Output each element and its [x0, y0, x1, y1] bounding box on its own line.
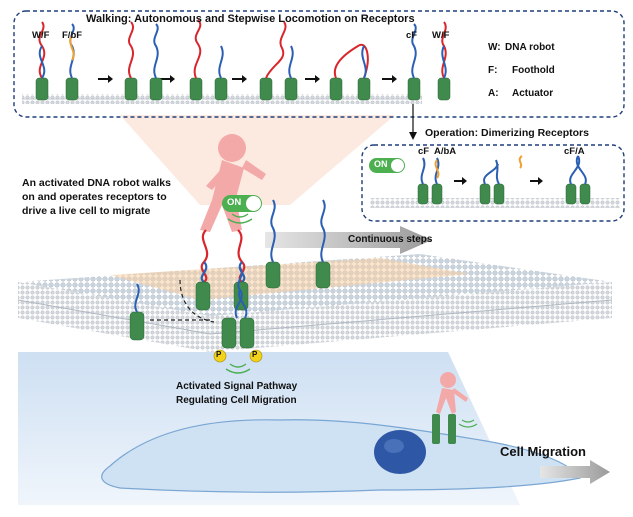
- phospho-label-left: P: [216, 350, 222, 359]
- cell-migration-arrow: [540, 460, 610, 484]
- strand-label-wf-2: W/F: [432, 30, 450, 41]
- continuous-steps-arrow: [265, 226, 432, 254]
- operation-label-cfa: cF/A: [564, 146, 585, 157]
- operation-label-aba: A/bA: [434, 146, 457, 157]
- signal-line-1: Activated Signal Pathway: [176, 381, 298, 392]
- strand-label-cf: cF: [406, 30, 418, 41]
- description-line-3: drive a live cell to migrate: [22, 205, 151, 217]
- switch-knob: [391, 159, 404, 172]
- small-robot-figure: [436, 372, 468, 414]
- legend-key-f: F:: [488, 65, 498, 76]
- main-on-switch: ON: [222, 195, 262, 212]
- description-line-1: An activated DNA robot walks: [22, 177, 171, 189]
- legend-key-a: A:: [488, 88, 499, 99]
- operation-on-switch: ON: [369, 158, 405, 173]
- phospho-label-right: P: [252, 350, 258, 359]
- legend-text-f: Foothold: [512, 65, 555, 76]
- cell-migration-label: Cell Migration: [500, 444, 586, 459]
- operation-panel: [361, 144, 625, 222]
- cell-nucleus: [374, 430, 426, 474]
- signal-line-2: Regulating Cell Migration: [176, 395, 297, 406]
- legend-key-w: W:: [488, 42, 501, 53]
- continuous-steps-label: Continuous steps: [348, 234, 433, 245]
- walking-panel-title: Walking: Autonomous and Stepwise Locomot…: [86, 13, 415, 25]
- operation-panel-title: Operation: Dimerizing Receptors: [425, 127, 589, 139]
- walking-panel: [13, 10, 625, 118]
- zoom-cone: [120, 115, 395, 205]
- description-line-2: on and operates receptors to: [22, 191, 167, 203]
- legend-text-a: Actuator: [512, 88, 554, 99]
- main-switch-knob: [246, 196, 261, 211]
- main-on-switch-label: ON: [227, 197, 242, 208]
- operation-label-cf: cF: [418, 146, 430, 157]
- operation-on-switch-label: ON: [374, 159, 388, 169]
- strand-label-fbf: F/bF: [62, 30, 83, 41]
- legend-text-w: DNA robot: [505, 42, 555, 53]
- strand-label-wf: W/F: [32, 30, 50, 41]
